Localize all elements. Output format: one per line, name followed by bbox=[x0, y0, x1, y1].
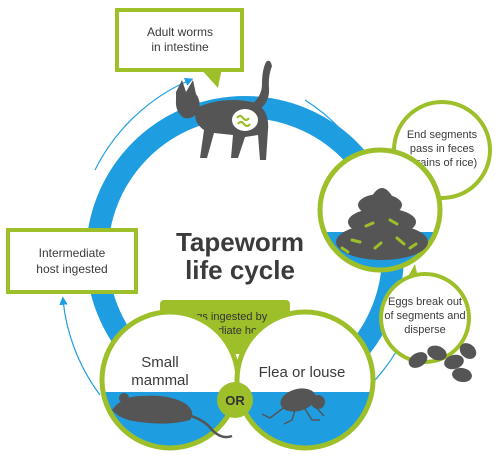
end-segments-label-line1: End segments bbox=[407, 129, 478, 141]
cat-icon bbox=[175, 60, 272, 160]
or-label: OR bbox=[225, 393, 245, 408]
small-mammal-line1: Small bbox=[141, 354, 179, 371]
adult-worms-callout: Adult worms in intestine bbox=[115, 8, 244, 88]
feces-icon bbox=[336, 188, 428, 260]
intermediate-host-callout: Intermediate host ingested bbox=[6, 228, 138, 294]
small-mammal-line2: mammal bbox=[131, 372, 189, 389]
eggs-label-line2: of segments and bbox=[384, 310, 465, 322]
flea-icon bbox=[261, 388, 325, 425]
eggs-label-line1: Eggs break out bbox=[388, 296, 462, 308]
cycle-arrow-top-left bbox=[94, 78, 194, 171]
intermediate-label-line2: host ingested bbox=[36, 262, 107, 276]
eggs-icon bbox=[408, 343, 477, 383]
adult-worms-label-line2: in intestine bbox=[151, 40, 209, 54]
cycle-arrow-bottom-left bbox=[59, 296, 101, 396]
diagram-title-line1: Tapeworm bbox=[176, 227, 304, 257]
eggs-label-line3: disperse bbox=[404, 324, 446, 336]
flea-label: Flea or louse bbox=[259, 364, 346, 381]
adult-worms-label-line1: Adult worms bbox=[147, 25, 213, 39]
end-segments-label-line3: (grains of rice) bbox=[407, 157, 477, 169]
small-mammal-circle: Small mammal bbox=[99, 309, 241, 451]
end-segments-label-line2: pass in feces bbox=[410, 143, 475, 155]
intermediate-label-line1: Intermediate bbox=[39, 246, 106, 260]
or-badge: OR bbox=[217, 382, 253, 418]
flea-circle: Flea or louse bbox=[234, 309, 376, 451]
diagram-title-line2: life cycle bbox=[185, 255, 295, 285]
eggs-callout: Eggs break out of segments and disperse bbox=[379, 264, 471, 364]
rodent-icon bbox=[112, 393, 233, 439]
